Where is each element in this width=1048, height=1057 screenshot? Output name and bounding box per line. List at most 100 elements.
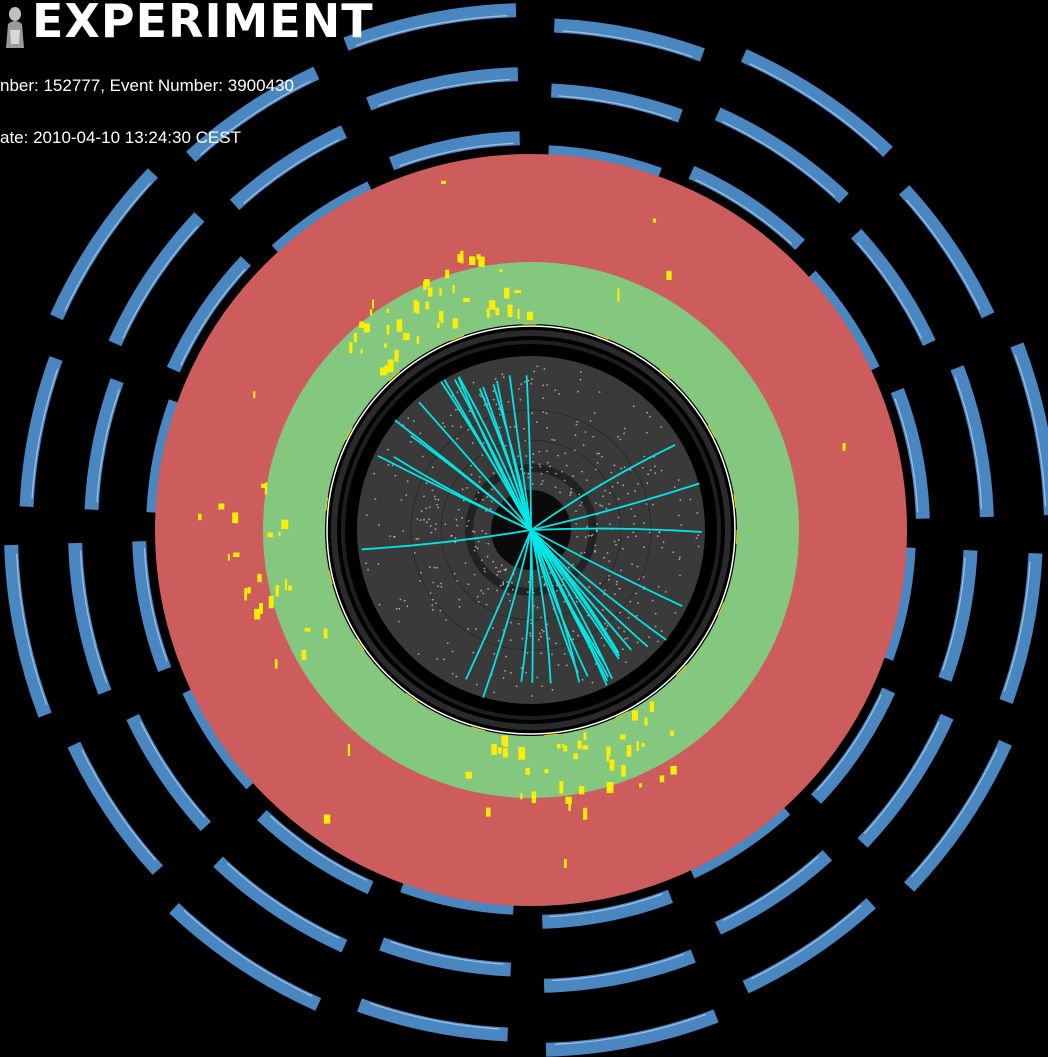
tracker-hit (494, 378, 497, 380)
tracker-hit (543, 367, 546, 370)
muon-chamber (805, 270, 880, 373)
tracker-hit (697, 545, 700, 548)
tracker-hit (654, 472, 657, 474)
tracker-hit (423, 495, 425, 498)
tracker-hit (421, 455, 424, 458)
tracker-hit (527, 581, 530, 583)
tracker-hit (425, 507, 428, 510)
muon-chamber-edge (143, 547, 168, 662)
tracker-hit (603, 644, 605, 647)
muon-chamber-edge (390, 941, 504, 965)
tracker-hit (525, 455, 528, 457)
tracker-hit (564, 452, 567, 455)
muon-chamber (357, 998, 509, 1042)
tracker-hit (497, 639, 500, 642)
tracker-hit (601, 609, 604, 611)
tracker-hit (637, 602, 639, 604)
energy-deposit (360, 349, 363, 354)
tracker-hit (536, 606, 539, 609)
event-date: ate: 2010-04-10 13:24:30 CEST (0, 128, 241, 147)
tracker-hit (577, 634, 580, 637)
energy-deposit (606, 755, 610, 762)
tracker-hit (608, 575, 610, 577)
tracker-hit (487, 588, 489, 590)
muon-chamber-edge (954, 376, 983, 510)
tracker-hit (546, 384, 548, 386)
track (530, 529, 683, 607)
energy-deposit (383, 343, 387, 348)
tracker-hit (425, 482, 428, 484)
tracker-hit (505, 655, 508, 658)
tracker-hit (596, 523, 598, 525)
tracker-hit (618, 587, 621, 590)
tracker-hit (649, 469, 652, 471)
muon-chamber-edge (399, 142, 514, 167)
muon-chamber (553, 18, 705, 62)
tracker-hit (633, 522, 636, 525)
tracker-hit (536, 676, 538, 679)
tracker-hit (557, 454, 559, 457)
tracker-hit (419, 571, 422, 574)
energy-deposit (557, 743, 561, 749)
tracker-hit (535, 421, 538, 423)
muon-chamber (169, 903, 322, 1011)
muon-chamber (366, 67, 519, 111)
energy-deposit (499, 269, 503, 273)
track (530, 444, 676, 531)
tracker-hit (587, 534, 590, 537)
muon-chamber (4, 544, 52, 718)
energy-deposit (349, 342, 353, 354)
tracker-hit (657, 640, 659, 643)
energy-deposit (261, 483, 267, 488)
tracker-hit (572, 563, 574, 566)
tracker-hit (416, 518, 419, 520)
tracker-hit (432, 581, 435, 584)
energy-deposit (323, 628, 328, 639)
tracker-hit (389, 535, 392, 537)
energy-deposit (465, 771, 472, 779)
tracker-hit (496, 574, 499, 576)
energy-deposit (517, 308, 520, 320)
energy-deposit (670, 730, 674, 736)
energy-deposit (544, 769, 549, 774)
energy-deposit (527, 311, 534, 320)
tracker-hit (393, 536, 395, 538)
tracker-hit (429, 525, 432, 527)
tracker-hit (470, 473, 473, 476)
tracker-hit (511, 581, 513, 584)
muon-chamber-edge (122, 225, 199, 339)
tracker-hit (449, 414, 452, 417)
tracker-hit (477, 491, 480, 494)
tracker-hit (596, 530, 598, 533)
tracker-hit (678, 514, 680, 517)
tracker-hit (599, 582, 602, 585)
energy-deposit (504, 287, 510, 299)
tracker-hit (391, 464, 394, 467)
muon-chamber (1010, 342, 1048, 516)
tracker-hit (476, 547, 479, 550)
tracker-hit (555, 642, 557, 645)
tracker-hit (679, 499, 682, 501)
tracker-hit (588, 586, 591, 589)
muon-chamber-edge (243, 138, 340, 204)
muon-chamber-edge (31, 368, 59, 499)
tracker-hit (506, 581, 509, 583)
track (530, 529, 667, 641)
energy-deposit (394, 349, 399, 362)
tracker-hit (610, 471, 613, 474)
tracker-hit (581, 678, 584, 681)
tracker-hit (436, 566, 438, 569)
tracker-hit (520, 383, 523, 386)
tracker-hit (580, 371, 582, 373)
energy-deposit (579, 786, 585, 795)
muon-chamber-edge (79, 550, 108, 684)
tracker-hit (527, 379, 530, 382)
energy-deposit (652, 218, 657, 223)
tracker-hit (523, 381, 526, 383)
energy-deposit (244, 588, 248, 601)
tracker-hit (643, 522, 645, 524)
tracker-hit (618, 539, 620, 541)
energy-deposit (562, 744, 565, 748)
tracker-hit (365, 562, 368, 565)
